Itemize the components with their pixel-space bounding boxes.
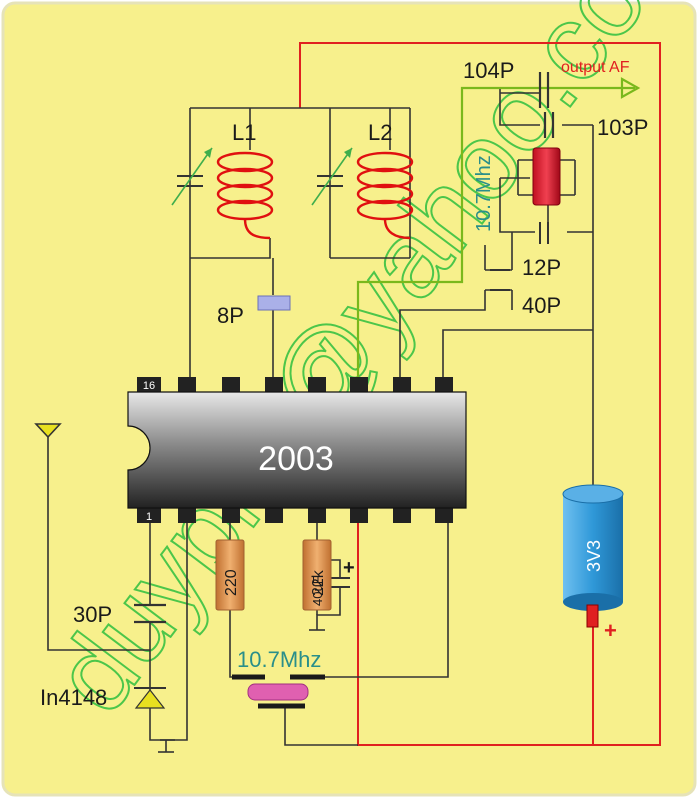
label-l2: L2 bbox=[368, 120, 392, 145]
capacitor-104p bbox=[538, 72, 550, 108]
capacitor-30p bbox=[134, 603, 166, 624]
coil-l1 bbox=[216, 125, 274, 240]
label-12p: 12P bbox=[522, 255, 561, 280]
label-30p: 30P bbox=[73, 602, 112, 627]
label-8p: 8P bbox=[217, 303, 244, 328]
label-battery-plus: + bbox=[604, 618, 617, 643]
pin-1-label: 1 bbox=[146, 511, 152, 523]
diode-in4148 bbox=[134, 687, 166, 709]
ceramic-filter bbox=[232, 674, 325, 709]
label-40p: 40P bbox=[522, 293, 561, 318]
label-22k: 22k bbox=[310, 569, 327, 596]
trimmer-capacitor-l1 bbox=[171, 147, 213, 206]
coil-l2 bbox=[356, 125, 414, 240]
power-wiring bbox=[299, 42, 661, 746]
label-l1: L1 bbox=[232, 120, 256, 145]
output-arrow-icon bbox=[620, 77, 641, 99]
label-cap-plus: + bbox=[343, 557, 355, 579]
label-filter-freq: 10.7Mhz bbox=[237, 647, 321, 672]
label-103p: 103P bbox=[597, 115, 648, 140]
capacitor-8p bbox=[257, 295, 291, 311]
label-in4148: In4148 bbox=[40, 685, 107, 710]
trimmer-capacitor-l2 bbox=[311, 147, 353, 206]
ic-2003 bbox=[127, 377, 467, 523]
capacitor-40uf bbox=[330, 577, 350, 588]
label-battery: 3V3 bbox=[584, 540, 604, 572]
label-104p: 104P bbox=[463, 58, 514, 83]
capacitor-12p bbox=[539, 222, 549, 244]
label-output-af: output AF bbox=[561, 59, 630, 76]
label-40uf: 40uF bbox=[310, 576, 325, 606]
chip-name: 2003 bbox=[258, 440, 334, 478]
crystal-10-7mhz bbox=[517, 147, 576, 206]
capacitor-40p bbox=[490, 269, 510, 291]
label-crystal-freq: 10.7Mhz bbox=[473, 155, 495, 232]
battery-3v3 bbox=[562, 484, 624, 628]
resistor-22k bbox=[302, 539, 332, 611]
output-signal-wire bbox=[356, 86, 635, 385]
label-220: 220 bbox=[223, 569, 240, 596]
pin-16-label: 16 bbox=[143, 380, 155, 392]
capacitor-103p bbox=[543, 112, 555, 138]
resistor-220 bbox=[215, 539, 245, 611]
antenna-icon bbox=[34, 423, 62, 439]
